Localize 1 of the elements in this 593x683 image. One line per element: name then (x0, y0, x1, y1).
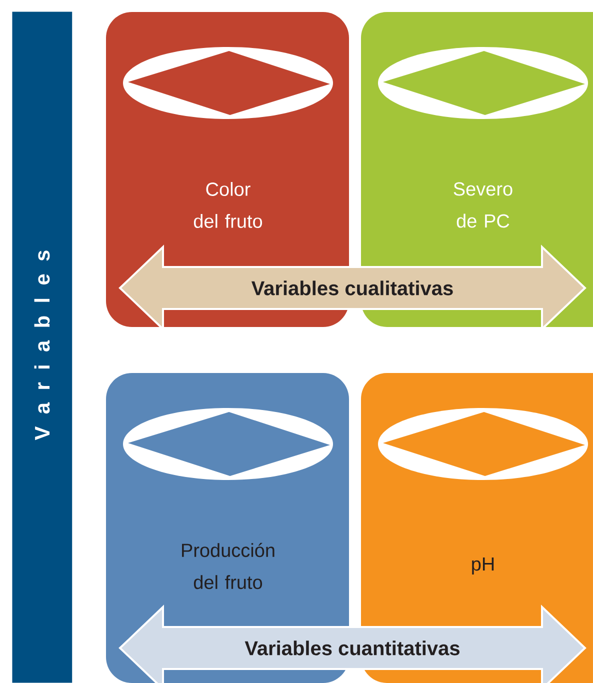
side-bar: V a r i a b l e s (12, 12, 72, 683)
